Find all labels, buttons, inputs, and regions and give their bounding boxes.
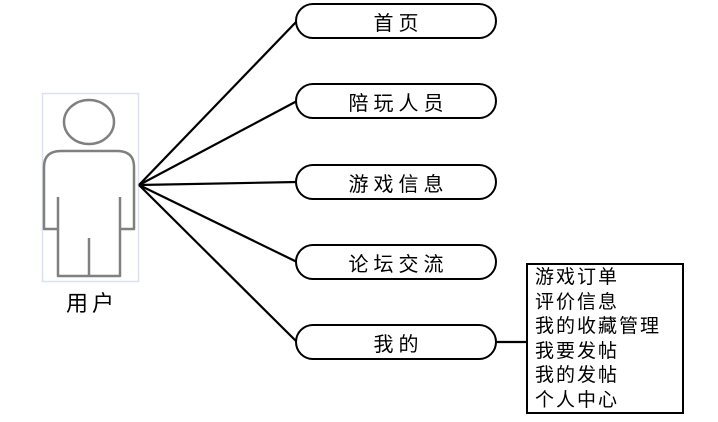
- detail-item-review-info: 评价信息: [535, 291, 620, 313]
- mine-detail-box: 游戏订单 评价信息 我的收藏管理 我要发帖 我的发帖 个人中心: [526, 263, 684, 414]
- actor-torso: [42, 149, 136, 231]
- actor-head: [62, 98, 116, 146]
- usecase-oval-home: 首页: [295, 3, 497, 39]
- detail-item-personal-center: 个人中心: [535, 389, 620, 411]
- detail-item-game-orders: 游戏订单: [535, 267, 620, 288]
- usecase-oval-forum: 论坛交流: [295, 244, 497, 280]
- actor-figure-icon: [42, 98, 136, 278]
- usecase-game-info-label: 游戏信息: [348, 173, 449, 196]
- line-actor-home: [138, 20, 298, 186]
- usecase-oval-companions: 陪玩人员: [295, 83, 497, 119]
- usecase-mine-label: 我的: [373, 333, 424, 356]
- detail-item-my-posts: 我的发帖: [535, 365, 620, 386]
- actor-frame: [41, 92, 140, 283]
- association-lines: [138, 20, 527, 344]
- line-actor-forum: [138, 184, 298, 263]
- actor-label: 用户: [65, 291, 118, 316]
- usecase-home-label: 首页: [373, 12, 424, 35]
- line-actor-mine: [138, 184, 298, 343]
- line-actor-companions: [138, 100, 298, 186]
- usecase-oval-game-info: 游戏信息: [295, 164, 497, 200]
- usecase-oval-mine: 我的: [295, 324, 497, 360]
- usecase-forum-label: 论坛交流: [348, 253, 449, 276]
- line-actor-game-info: [138, 180, 298, 187]
- detail-item-favorites-management: 我的收藏管理: [535, 316, 662, 337]
- usecase-companions-label: 陪玩人员: [348, 92, 449, 115]
- detail-item-create-post: 我要发帖: [535, 340, 620, 362]
